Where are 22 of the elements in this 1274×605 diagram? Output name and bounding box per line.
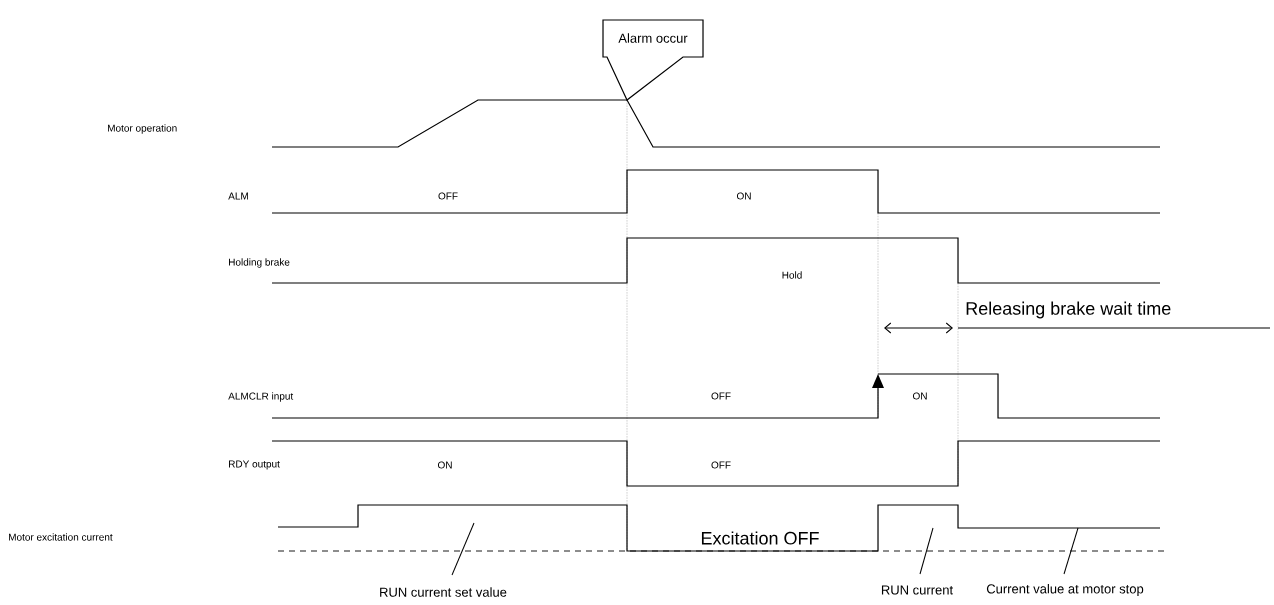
state-label: OFF bbox=[711, 392, 731, 400]
signal-name: Motor excitation current bbox=[9, 533, 113, 541]
state-label: Excitation OFF bbox=[701, 531, 819, 545]
leader-text: RUN current bbox=[881, 585, 953, 595]
state-label: ON bbox=[737, 192, 751, 200]
state-label: Hold bbox=[782, 271, 802, 279]
signal-name: Holding brake bbox=[229, 258, 290, 268]
state-label: ON bbox=[438, 461, 452, 469]
signal-name: ALMCLR input bbox=[228, 392, 294, 402]
state-label: ON bbox=[913, 392, 927, 400]
leader-text: Current value at motor stop bbox=[986, 583, 1144, 597]
state-label: OFF bbox=[711, 461, 731, 469]
time-label: Releasing brake wait time bbox=[966, 301, 1171, 319]
signal-name: ALM bbox=[228, 192, 248, 200]
signal-name: RDY output bbox=[229, 460, 280, 470]
signal-name: Motor operation bbox=[108, 124, 177, 134]
leader-line bbox=[919, 527, 934, 575]
leader-text: RUN current set value bbox=[380, 587, 507, 597]
callout-box: Alarm occur bbox=[602, 19, 704, 101]
leader-line bbox=[1063, 527, 1079, 575]
leader-line bbox=[451, 522, 475, 576]
state-label: OFF bbox=[438, 192, 458, 200]
